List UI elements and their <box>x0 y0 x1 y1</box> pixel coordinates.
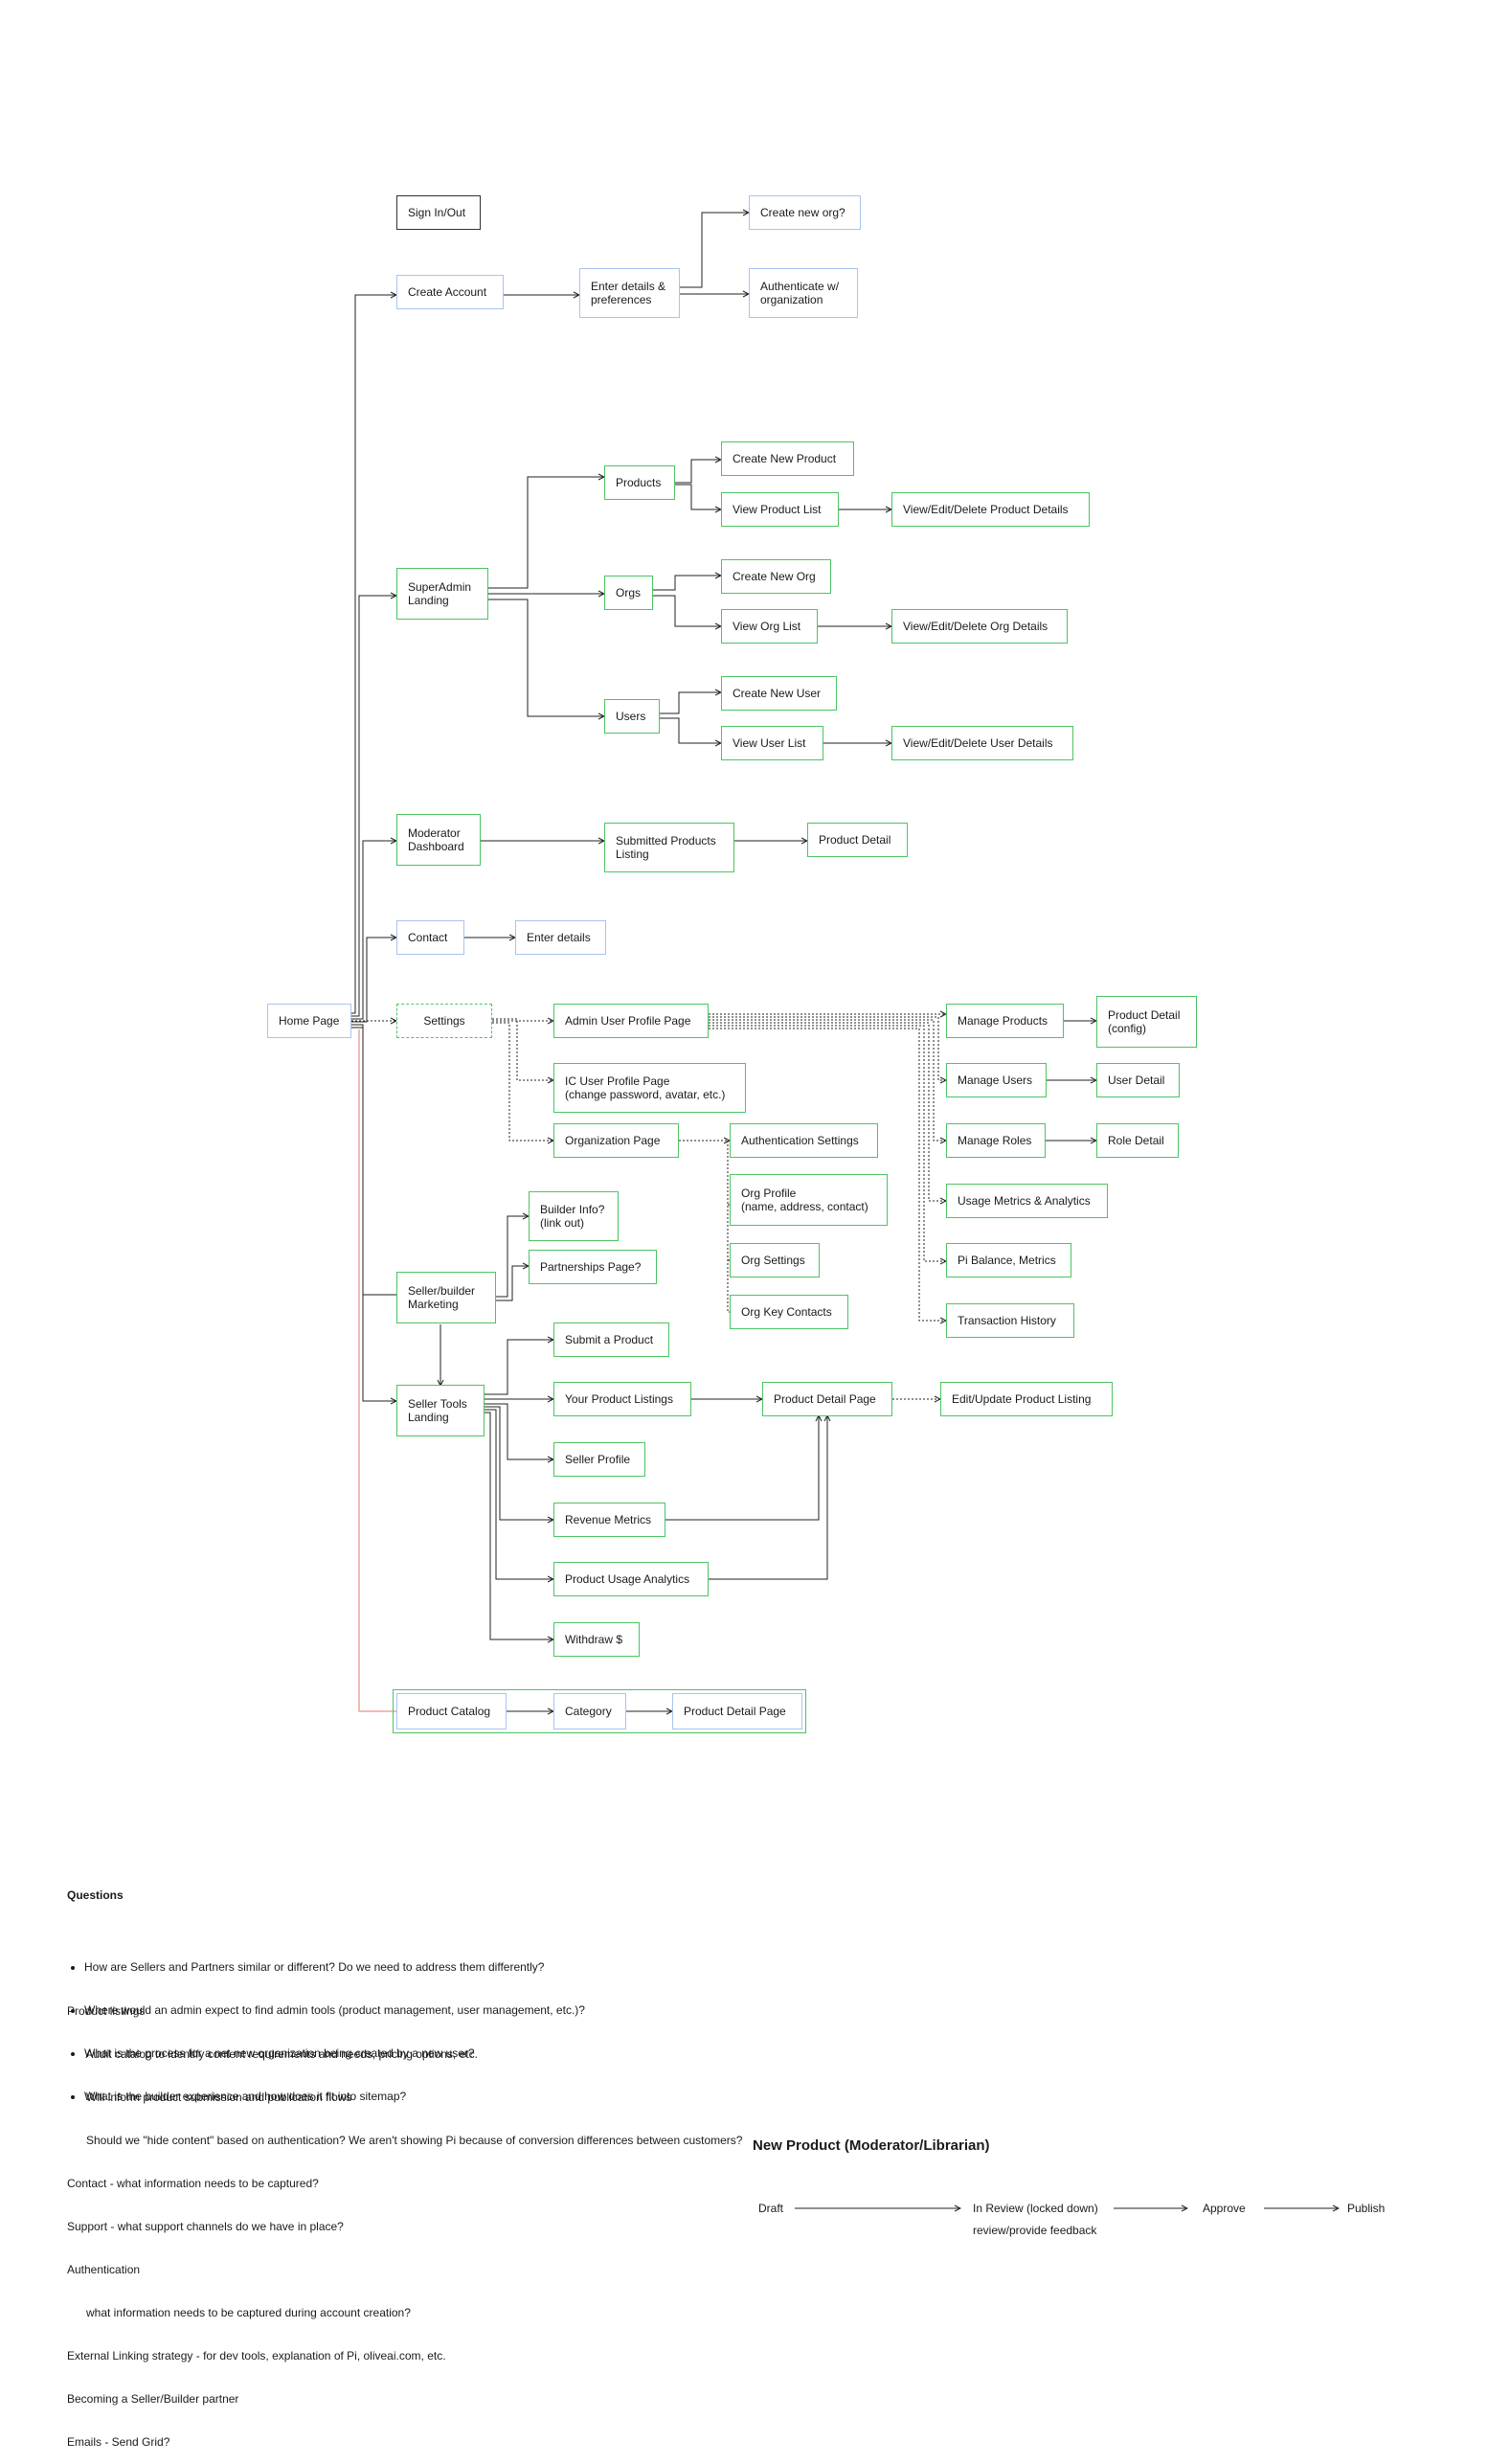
seller-builder-marketing-node[interactable]: Seller/builder Marketing <box>396 1272 496 1323</box>
seller-tools-landing-node[interactable]: Seller Tools Landing <box>396 1385 485 1436</box>
product-detail-moderator-node[interactable]: Product Detail <box>807 823 908 857</box>
seller-profile-node[interactable]: Seller Profile <box>553 1442 645 1477</box>
question-item: Where would an admin expect to find admi… <box>84 2003 585 2018</box>
product-usage-analytics-node[interactable]: Product Usage Analytics <box>553 1562 709 1596</box>
product-catalog-node[interactable]: Product Catalog <box>396 1693 507 1729</box>
notes-section: Product listings Audit catalog to identi… <box>67 1976 742 2464</box>
view-user-list-node[interactable]: View User List <box>721 726 823 760</box>
manage-products-node[interactable]: Manage Products <box>946 1004 1064 1038</box>
category-node[interactable]: Category <box>553 1693 626 1729</box>
enter-details-preferences-node[interactable]: Enter details & preferences <box>579 268 680 318</box>
view-product-list-node[interactable]: View Product List <box>721 492 839 527</box>
submitted-products-listing-node[interactable]: Submitted Products Listing <box>604 823 734 872</box>
question-item: How are Sellers and Partners similar or … <box>84 1960 585 1975</box>
note-line: Becoming a Seller/Builder partner <box>67 2392 239 2406</box>
flow-step-approve: Approve <box>1203 2202 1246 2215</box>
org-key-contacts-node[interactable]: Org Key Contacts <box>730 1295 848 1329</box>
manage-roles-node[interactable]: Manage Roles <box>946 1123 1046 1158</box>
pi-balance-metrics-node[interactable]: Pi Balance, Metrics <box>946 1243 1071 1277</box>
question-item: What is the builder experience and how d… <box>84 2090 585 2104</box>
create-new-org-question-node[interactable]: Create new org? <box>749 195 861 230</box>
flow-step-in-review: In Review (locked down) <box>973 2202 1098 2215</box>
edit-update-product-listing-node[interactable]: Edit/Update Product Listing <box>940 1382 1113 1416</box>
ic-user-profile-page-node[interactable]: IC User Profile Page (change password, a… <box>553 1063 746 1113</box>
create-account-node[interactable]: Create Account <box>396 275 504 309</box>
settings-node[interactable]: Settings <box>396 1004 492 1038</box>
note-line: Will inform product submission and publi… <box>67 2091 352 2104</box>
question-item: What is the process for a net new organi… <box>84 2046 585 2061</box>
note-line: Product listings <box>67 2004 146 2018</box>
role-detail-node[interactable]: Role Detail <box>1096 1123 1179 1158</box>
usage-metrics-analytics-node[interactable]: Usage Metrics & Analytics <box>946 1184 1108 1218</box>
withdraw-node[interactable]: Withdraw $ <box>553 1622 640 1657</box>
note-line: Emails - Send Grid? <box>67 2435 170 2449</box>
authentication-settings-node[interactable]: Authentication Settings <box>730 1123 878 1158</box>
note-line: Audit catalog to identify content requir… <box>67 2047 478 2061</box>
note-line: Contact - what information needs to be c… <box>67 2177 319 2190</box>
superadmin-landing-node[interactable]: SuperAdmin Landing <box>396 568 488 620</box>
flow-step-in-review-subtext: review/provide feedback <box>973 2224 1097 2237</box>
view-edit-delete-org-details-node[interactable]: View/Edit/Delete Org Details <box>891 609 1068 644</box>
builder-info-node[interactable]: Builder Info? (link out) <box>529 1191 619 1241</box>
note-line: External Linking strategy - for dev tool… <box>67 2349 446 2362</box>
new-product-flow-title: New Product (Moderator/Librarian) <box>753 2137 990 2154</box>
questions-heading: Questions <box>67 1888 124 1902</box>
product-detail-page-seller-node[interactable]: Product Detail Page <box>762 1382 892 1416</box>
view-edit-delete-user-details-node[interactable]: View/Edit/Delete User Details <box>891 726 1073 760</box>
sign-in-out-node[interactable]: Sign In/Out <box>396 195 481 230</box>
org-settings-node[interactable]: Org Settings <box>730 1243 820 1277</box>
view-edit-delete-product-details-node[interactable]: View/Edit/Delete Product Details <box>891 492 1090 527</box>
product-detail-page-catalog-node[interactable]: Product Detail Page <box>672 1693 802 1729</box>
transaction-history-node[interactable]: Transaction History <box>946 1303 1074 1338</box>
moderator-dashboard-node[interactable]: Moderator Dashboard <box>396 814 481 866</box>
note-line: Should we "hide content" based on authen… <box>67 2134 743 2147</box>
organization-page-node[interactable]: Organization Page <box>553 1123 679 1158</box>
users-node[interactable]: Users <box>604 699 660 734</box>
partnerships-page-node[interactable]: Partnerships Page? <box>529 1250 657 1284</box>
note-line: Support - what support channels do we ha… <box>67 2220 344 2233</box>
create-new-user-node[interactable]: Create New User <box>721 676 837 711</box>
revenue-metrics-node[interactable]: Revenue Metrics <box>553 1503 665 1537</box>
products-node[interactable]: Products <box>604 465 675 500</box>
user-detail-node[interactable]: User Detail <box>1096 1063 1180 1097</box>
org-profile-node[interactable]: Org Profile (name, address, contact) <box>730 1174 888 1226</box>
enter-details-node[interactable]: Enter details <box>515 920 606 955</box>
create-new-org-node[interactable]: Create New Org <box>721 559 831 594</box>
create-new-product-node[interactable]: Create New Product <box>721 441 854 476</box>
authenticate-organization-node[interactable]: Authenticate w/ organization <box>749 268 858 318</box>
flow-step-publish: Publish <box>1347 2202 1386 2215</box>
product-catalog-group <box>393 1689 806 1733</box>
orgs-node[interactable]: Orgs <box>604 576 653 610</box>
admin-user-profile-page-node[interactable]: Admin User Profile Page <box>553 1004 709 1038</box>
product-detail-config-node[interactable]: Product Detail (config) <box>1096 996 1197 1048</box>
questions-section: Questions How are Sellers and Partners s… <box>67 1860 585 2147</box>
connector-lines <box>351 0 1488 2353</box>
manage-users-node[interactable]: Manage Users <box>946 1063 1047 1097</box>
home-page-node[interactable]: Home Page <box>267 1004 351 1038</box>
note-line: what information needs to be captured du… <box>67 2306 411 2319</box>
contact-node[interactable]: Contact <box>396 920 464 955</box>
view-org-list-node[interactable]: View Org List <box>721 609 818 644</box>
flow-step-draft: Draft <box>758 2202 784 2215</box>
submit-a-product-node[interactable]: Submit a Product <box>553 1322 669 1357</box>
your-product-listings-node[interactable]: Your Product Listings <box>553 1382 691 1416</box>
note-line: Authentication <box>67 2263 141 2276</box>
